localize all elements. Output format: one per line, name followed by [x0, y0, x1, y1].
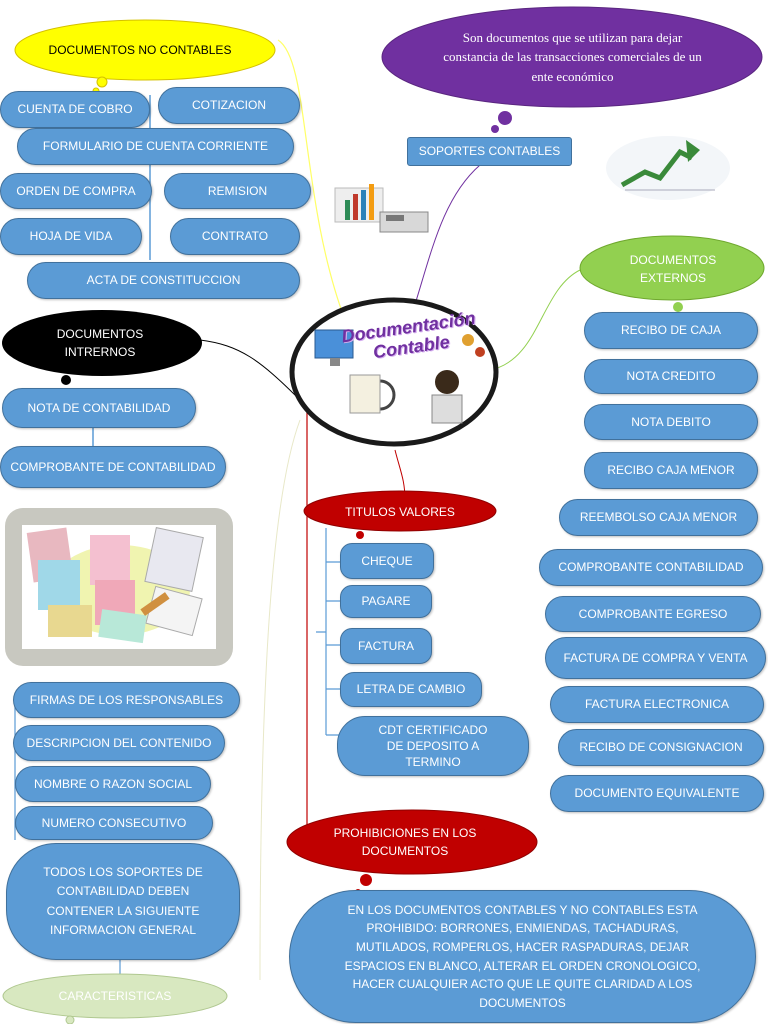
titulos-item: CHEQUE	[340, 543, 434, 579]
cloud-titulos	[303, 490, 497, 539]
titulos-item: PAGARE	[340, 585, 432, 618]
caracteristicas-item: FIRMAS DE LOS RESPONSABLES	[13, 682, 240, 718]
externos-item: FACTURA ELECTRONICA	[550, 686, 764, 723]
no-contables-item: ORDEN DE COMPRA	[0, 173, 152, 209]
titulos-item: LETRA DE CAMBIO	[340, 672, 482, 707]
caracteristicas-item: DESCRIPCION DEL CONTENIDO	[13, 725, 225, 761]
titulos-title: TITULOS VALORES	[345, 505, 455, 519]
externos-title: DOCUMENTOS EXTERNOS	[629, 253, 717, 285]
no-contables-item: COTIZACION	[158, 87, 300, 124]
internos-title: DOCUMENTOS INTRERNOS	[56, 327, 144, 359]
externos-item: COMPROBANTE CONTABILIDAD	[539, 549, 763, 586]
externos-item: DOCUMENTO EQUIVALENTE	[550, 775, 764, 812]
prohibiciones-text: EN LOS DOCUMENTOS CONTABLES Y NO CONTABL…	[289, 890, 756, 1023]
no-contables-item: REMISION	[164, 173, 311, 209]
cloud-definicion	[381, 6, 763, 133]
externos-item: RECIBO CAJA MENOR	[584, 452, 758, 489]
externos-item: NOTA DEBITO	[584, 404, 758, 440]
externos-item: COMPROBANTE EGRESO	[545, 596, 761, 632]
central-node	[289, 297, 499, 447]
titulos-item: CDT CERTIFICADO DE DEPOSITO A TERMINO	[337, 716, 529, 776]
cloud-prohibiciones	[286, 809, 538, 895]
internos-item: NOTA DE CONTABILIDAD	[2, 388, 196, 428]
cloud-caracteristicas	[2, 973, 228, 1024]
growth-chart-icon	[606, 136, 730, 200]
caracteristicas-general: TODOS LOS SOPORTES DE CONTABILIDAD DEBEN…	[6, 843, 240, 960]
no-contables-item: CONTRATO	[170, 218, 300, 255]
externos-item: REEMBOLSO CAJA MENOR	[559, 499, 758, 536]
prohibiciones-title: PROHIBICIONES EN LOS DOCUMENTOS	[333, 826, 477, 858]
no-contables-item: CUENTA DE COBRO	[0, 91, 150, 128]
externos-item: FACTURA DE COMPRA Y VENTA	[545, 637, 766, 679]
definicion-text: Son documentos que se utilizan para deja…	[443, 29, 702, 84]
externos-item: RECIBO DE CONSIGNACION	[558, 729, 764, 766]
caracteristicas-item: NUMERO CONSECUTIVO	[15, 806, 213, 840]
cloud-internos	[2, 310, 202, 385]
no-contables-item: FORMULARIO DE CUENTA CORRIENTE	[17, 128, 294, 165]
soportes-contables-label: SOPORTES CONTABLES	[407, 137, 572, 166]
titulos-item: FACTURA	[340, 628, 432, 664]
caracteristicas-item: NOMBRE O RAZON SOCIAL	[15, 766, 211, 802]
no-contables-title: DOCUMENTOS NO CONTABLES	[48, 43, 232, 57]
cloud-externos	[579, 235, 765, 312]
no-contables-item: ACTA DE CONSTITUCCION	[27, 262, 300, 299]
externos-item: RECIBO DE CAJA	[584, 312, 758, 349]
caracteristicas-title: CARACTERISTICAS	[58, 989, 172, 1003]
documents-photo	[5, 508, 233, 666]
externos-item: NOTA CREDITO	[584, 359, 758, 394]
chart-calculator-icon	[334, 184, 429, 233]
internos-item: COMPROBANTE DE CONTABILIDAD	[0, 446, 226, 488]
no-contables-item: HOJA DE VIDA	[0, 218, 142, 255]
